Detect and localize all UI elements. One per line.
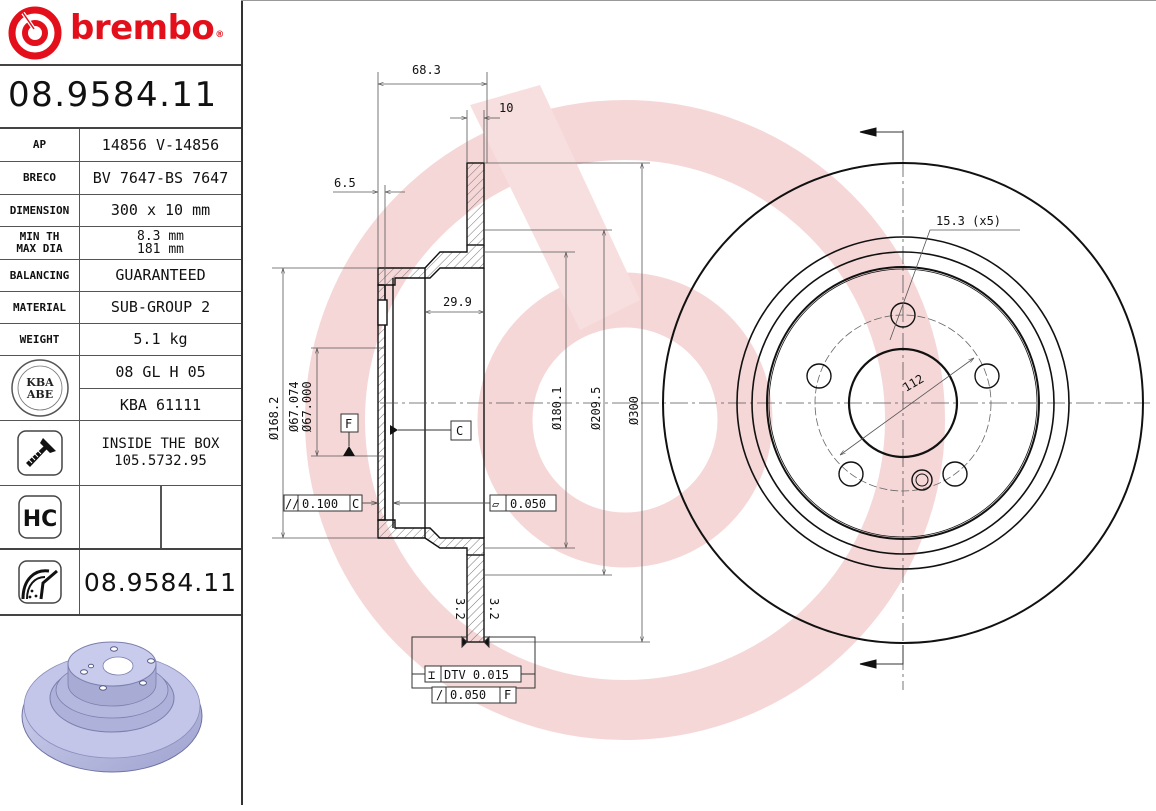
dim-dia-hat-outer: Ø168.2	[267, 397, 281, 440]
part-number: 08.9584.11	[8, 75, 218, 115]
svg-text:HC: HC	[22, 507, 57, 532]
screw-info-line: 105.5732.95	[114, 453, 207, 469]
spec-label-line: MIN TH	[19, 230, 60, 243]
bolt-hole-dim: 15.3 (x5)	[936, 214, 1001, 228]
spec-value: SUB-GROUP 2	[110, 298, 211, 316]
runout-symbol: /	[436, 688, 443, 702]
sheet-border	[241, 0, 1156, 1]
spec-label: BRECO	[0, 162, 80, 194]
dim-dia-outer: Ø300	[627, 396, 641, 425]
datum-f: F	[340, 413, 359, 456]
svg-text:▱: ▱	[492, 497, 500, 511]
dim-dia-inner-friction: Ø180.1	[550, 387, 564, 430]
kba-row: KBA ABE 08 GL H 05 KBA 61111	[0, 356, 241, 421]
disc-render-cell	[0, 616, 241, 805]
parallelism-tolerance: // 0.100 C	[283, 494, 378, 512]
spec-label: WEIGHT	[0, 324, 80, 355]
spec-label: DIMENSION	[0, 195, 80, 226]
spec-value: 5.1 kg	[133, 330, 188, 348]
roughness-right: 3.2	[487, 598, 501, 620]
disc-ref-number: 08.9584.11	[83, 567, 238, 597]
flatness-tolerance: ▱ 0.050	[393, 494, 557, 512]
screw-icon-cell	[0, 421, 80, 485]
kba-number: KBA 61111	[119, 395, 202, 414]
spec-row-material: MATERIAL SUB-GROUP 2	[0, 292, 241, 324]
svg-text:C: C	[456, 424, 463, 438]
hc-row: HC	[0, 486, 241, 550]
spec-row-breco: BRECO BV 7647-BS 7647	[0, 162, 241, 195]
dim-dia-bore-max: Ø67.074	[287, 381, 301, 432]
roughness-left: 3.2	[453, 598, 467, 620]
dim-disc-thickness: 10	[499, 101, 513, 115]
brembo-logo-icon	[8, 6, 62, 60]
spec-label: MIN TH MAX DIA	[0, 227, 80, 259]
dim-overall-height: 68.3	[412, 63, 441, 77]
spec-value: BV 7647-BS 7647	[92, 168, 229, 187]
svg-text:C: C	[352, 497, 359, 511]
disc-ref-row: 08.9584.11	[0, 550, 241, 616]
spec-value: 300 x 10 mm	[110, 201, 211, 219]
screw-row: INSIDE THE BOX 105.5732.95	[0, 421, 241, 486]
brake-disc-caliper-icon	[17, 560, 62, 604]
dtv-runout-tolerance	[411, 635, 536, 704]
spec-value-line: 181 mm	[137, 242, 184, 257]
spec-row-dimension: DIMENSION 300 x 10 mm	[0, 195, 241, 227]
hc-coating-icon: HC	[17, 495, 62, 539]
front-view	[662, 127, 1144, 669]
spec-row-balancing: BALANCING GUARANTEED	[0, 260, 241, 292]
dtv-value: DTV 0.015	[444, 668, 509, 682]
part-number-header: 08.9584.11	[0, 65, 241, 129]
spec-row-ap: AP 14856 V-14856	[0, 129, 241, 162]
spec-value: 14856 V-14856	[101, 135, 220, 154]
svg-text:0.100: 0.100	[302, 497, 338, 511]
svg-text:F: F	[345, 417, 352, 431]
technical-drawing: 68.3 10 6.5 29.9 Ø168.2 Ø67.074 Ø67.000 …	[243, 0, 1156, 807]
brand-wordmark: brembo®	[70, 8, 224, 48]
brand-header: brembo®	[0, 0, 241, 66]
runout-value: 0.050	[450, 688, 486, 702]
drawing-canvas: 68.3 10 6.5 29.9 Ø168.2 Ø67.074 Ø67.000 …	[267, 63, 1150, 740]
screw-info-line: INSIDE THE BOX	[101, 436, 220, 452]
datum-c: C	[390, 420, 472, 441]
spec-label: MATERIAL	[0, 292, 80, 323]
screw-info: INSIDE THE BOX 105.5732.95	[80, 421, 241, 485]
hc-icon-cell: HC	[0, 486, 80, 548]
spec-label-line: MAX DIA	[16, 242, 63, 255]
dim-dia-hat-flange: Ø209.5	[589, 387, 603, 430]
svg-text:KBA: KBA	[26, 376, 54, 389]
dtv-symbol: ⌶	[428, 668, 435, 682]
watermark-logo	[305, 85, 945, 740]
brake-disc-3d-render	[21, 641, 203, 773]
kba-abe-seal-icon: KBA ABE	[10, 359, 69, 417]
dim-hat-depth: 29.9	[443, 295, 472, 309]
runout-datum: F	[504, 688, 511, 702]
spec-label: BALANCING	[0, 260, 80, 291]
spec-label: AP	[0, 129, 80, 161]
kba-icon-cell: KBA ABE	[0, 356, 80, 420]
svg-text:0.050: 0.050	[510, 497, 546, 511]
svg-text://: //	[285, 497, 299, 511]
spec-value-line: 8.3 mm	[137, 229, 184, 244]
svg-text:ABE: ABE	[25, 388, 52, 401]
spec-panel: brembo® 08.9584.11 AP 14856 V-14856 BREC…	[0, 0, 243, 805]
screw-icon	[16, 430, 63, 476]
spec-value: 8.3 mm 181 mm	[80, 227, 241, 259]
section-view	[377, 162, 485, 643]
kba-code: 08 GL H 05	[80, 356, 241, 389]
spec-row-min-th-max-dia: MIN TH MAX DIA 8.3 mm 181 mm	[0, 227, 241, 260]
dim-hat-wall: 6.5	[334, 176, 356, 190]
spec-row-weight: WEIGHT 5.1 kg	[0, 324, 241, 356]
spec-value: GUARANTEED	[115, 266, 206, 284]
hc-cell-divider	[160, 486, 162, 548]
dimension-lines	[272, 72, 650, 643]
disc-icon-cell	[0, 550, 80, 614]
dim-dia-bore-min: Ø67.000	[300, 381, 314, 432]
